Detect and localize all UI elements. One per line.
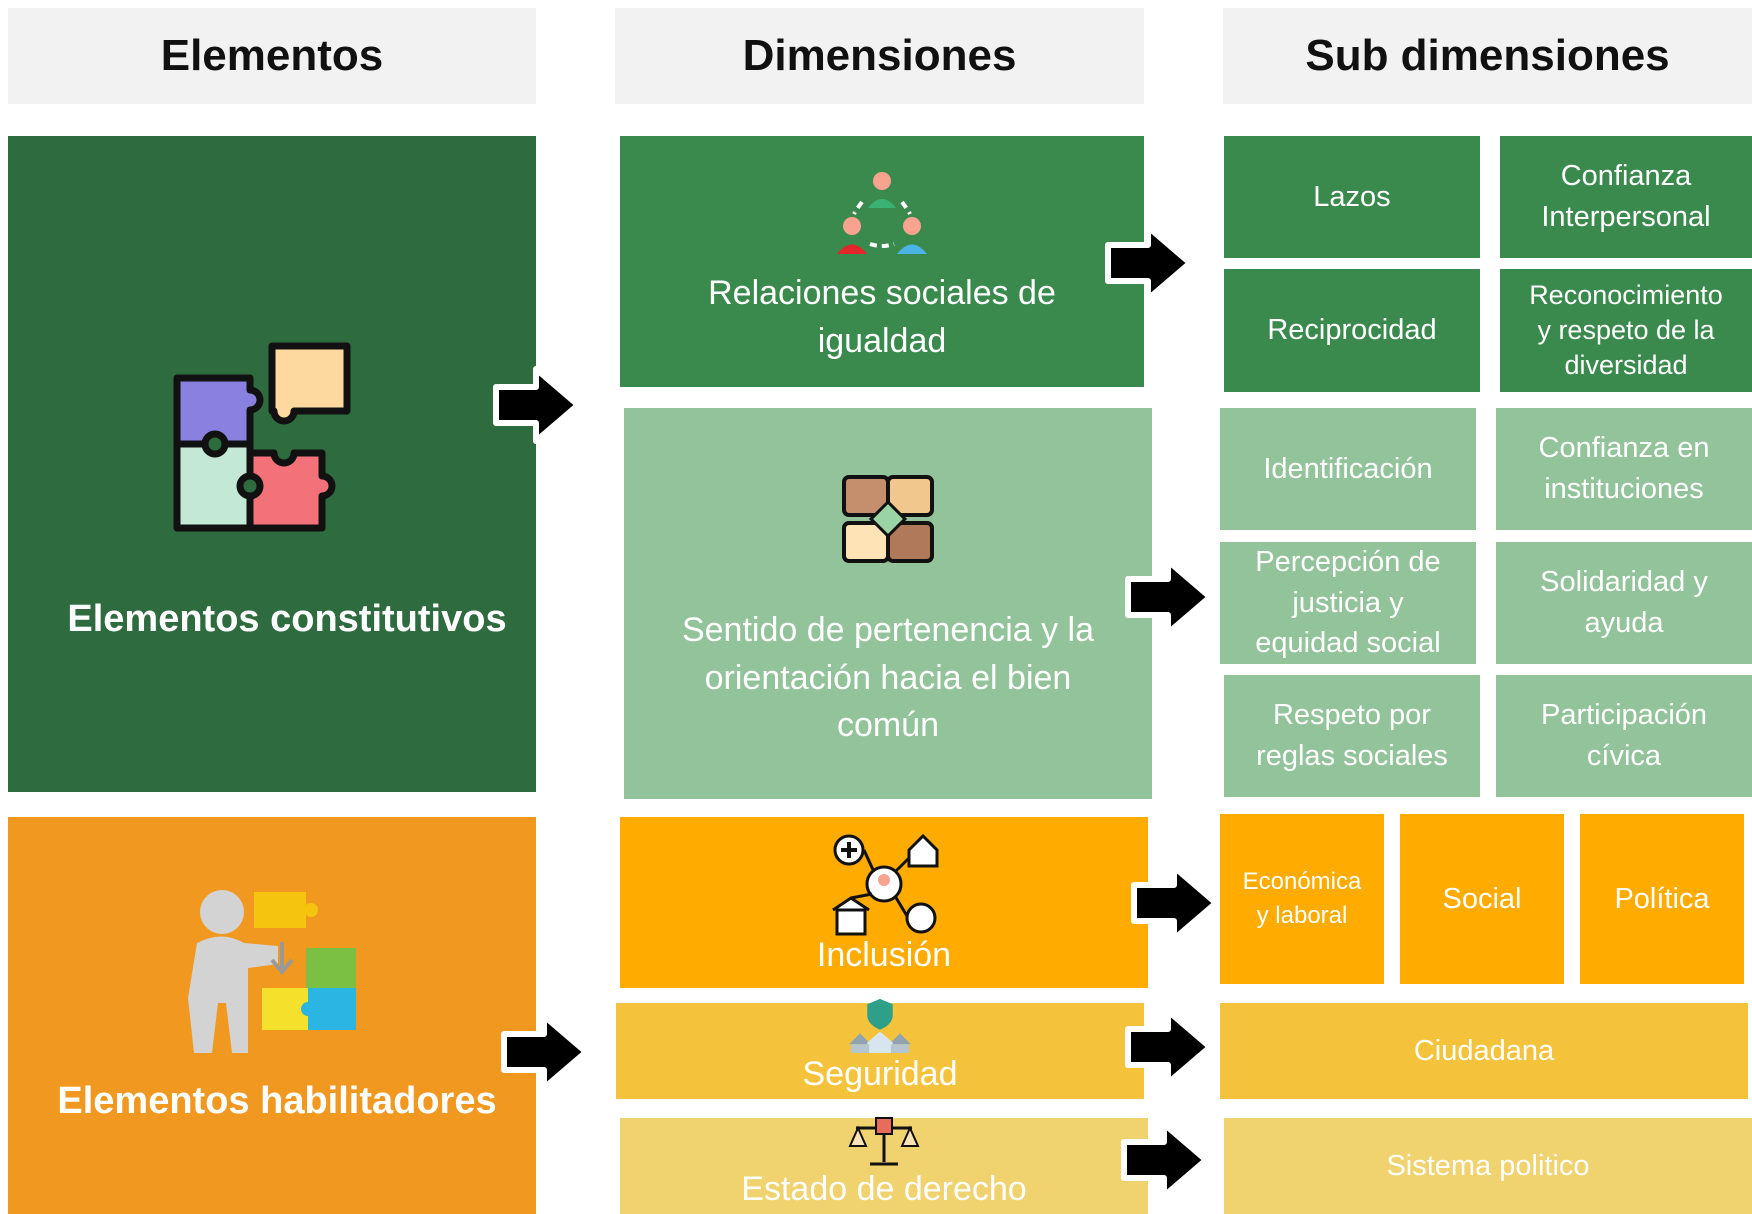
people-network-icon (837, 171, 927, 254)
sub-lazos: Lazos (1224, 136, 1480, 258)
person-puzzle-icon (188, 890, 356, 1053)
dimension-seguridad-label: Seguridad (802, 1055, 958, 1094)
puzzle-icon (173, 342, 351, 531)
shield-houses-icon (849, 998, 911, 1054)
sub-reciprocidad: Reciprocidad (1224, 269, 1480, 392)
sub-social: Social (1400, 814, 1564, 984)
inclusion-network-icon (832, 833, 939, 936)
dimension-sentido-pertenencia: Sentido de pertenencia y la orientación … (624, 408, 1152, 799)
dimension-inclusion: Inclusión (620, 817, 1148, 988)
arrow-icon (1105, 224, 1193, 302)
dimension-relaciones-sociales: Relaciones sociales de igualdad (620, 136, 1144, 387)
sub-sistema-politico: Sistema politico (1224, 1118, 1752, 1214)
sub-confianza-interpersonal: Confianza Interpersonal (1500, 136, 1752, 258)
header-dimensiones: Dimensiones (615, 8, 1144, 104)
dimension-estado-derecho: Estado de derecho (620, 1117, 1148, 1214)
dimension-relaciones-label: Relaciones sociales de igualdad (708, 273, 1056, 360)
sub-respeto-reglas: Respeto por reglas sociales (1224, 675, 1480, 797)
hands-circle-icon (842, 475, 934, 564)
justice-scale-icon (848, 1117, 920, 1166)
sub-reconocimiento: Reconocimiento y respeto de la diversida… (1500, 269, 1752, 392)
sub-politica: Política (1580, 814, 1744, 984)
dimension-seguridad: Seguridad (616, 998, 1144, 1099)
dimension-inclusion-label: Inclusión (816, 935, 952, 974)
dimension-pertenencia-label: Sentido de pertenencia y la orientación … (681, 611, 1095, 745)
arrow-icon (501, 1013, 589, 1091)
arrow-icon (1125, 1008, 1213, 1086)
arrow-icon (493, 366, 581, 444)
elementos-constitutivos-box: Elementos constitutivos (8, 136, 536, 792)
arrow-icon (1125, 558, 1213, 636)
sub-solidaridad: Solidaridad y ayuda (1496, 542, 1752, 664)
sub-participacion: Participación cívica (1496, 675, 1752, 797)
elementos-habilitadores-label: Elementos habilitadores (57, 1080, 497, 1122)
sub-economica-laboral: Económica y laboral (1220, 814, 1384, 984)
arrow-icon (1131, 864, 1219, 942)
sub-ciudadana: Ciudadana (1220, 1003, 1748, 1099)
header-elementos: Elementos (8, 8, 536, 104)
sub-percepcion-justicia: Percepción de justicia y equidad social (1220, 542, 1476, 664)
sub-identificacion: Identificación (1220, 408, 1476, 530)
elementos-constitutivos-label: Elementos constitutivos (67, 597, 507, 640)
sub-confianza-instituciones: Confianza en instituciones (1496, 408, 1752, 530)
arrow-icon (1121, 1121, 1209, 1199)
header-sub-dimensiones: Sub dimensiones (1223, 8, 1752, 104)
elementos-habilitadores-box: Elementos habilitadores (8, 817, 536, 1214)
dimension-estado-label: Estado de derecho (741, 1170, 1027, 1209)
